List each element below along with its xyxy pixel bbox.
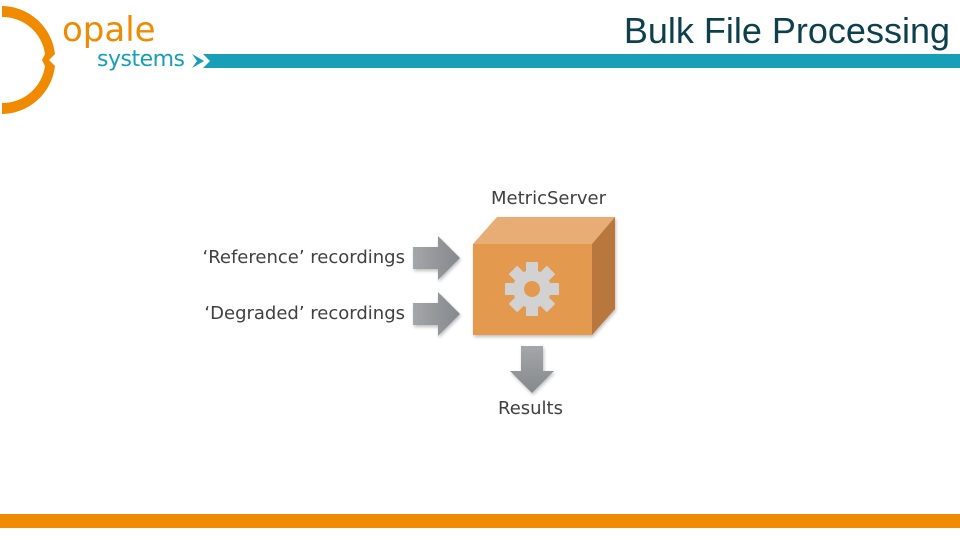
processor-cube (473, 217, 615, 335)
gear-icon (505, 262, 559, 316)
header-divider (203, 54, 960, 68)
arrow-down-icon (510, 346, 554, 393)
header-bar (192, 54, 960, 68)
cube-top-face (473, 217, 615, 244)
page-title: Bulk File Processing (623, 10, 950, 51)
logo-wordmark-opale: opale (62, 10, 156, 50)
arrow-right-icon (413, 236, 460, 280)
logo-chevron-icon (192, 54, 204, 68)
footer-bar (0, 514, 960, 528)
input-label-degraded: ‘Degraded’ recordings (204, 303, 405, 324)
logo-wordmark-systems: systems (97, 47, 185, 72)
processor-label: MetricServer (491, 188, 606, 209)
logo-ring-icon (2, 6, 55, 114)
input-label-reference: ‘Reference’ recordings (202, 247, 405, 268)
arrow-right-icon (413, 292, 460, 336)
cube-side-face (592, 217, 615, 335)
output-label: Results (498, 398, 563, 419)
